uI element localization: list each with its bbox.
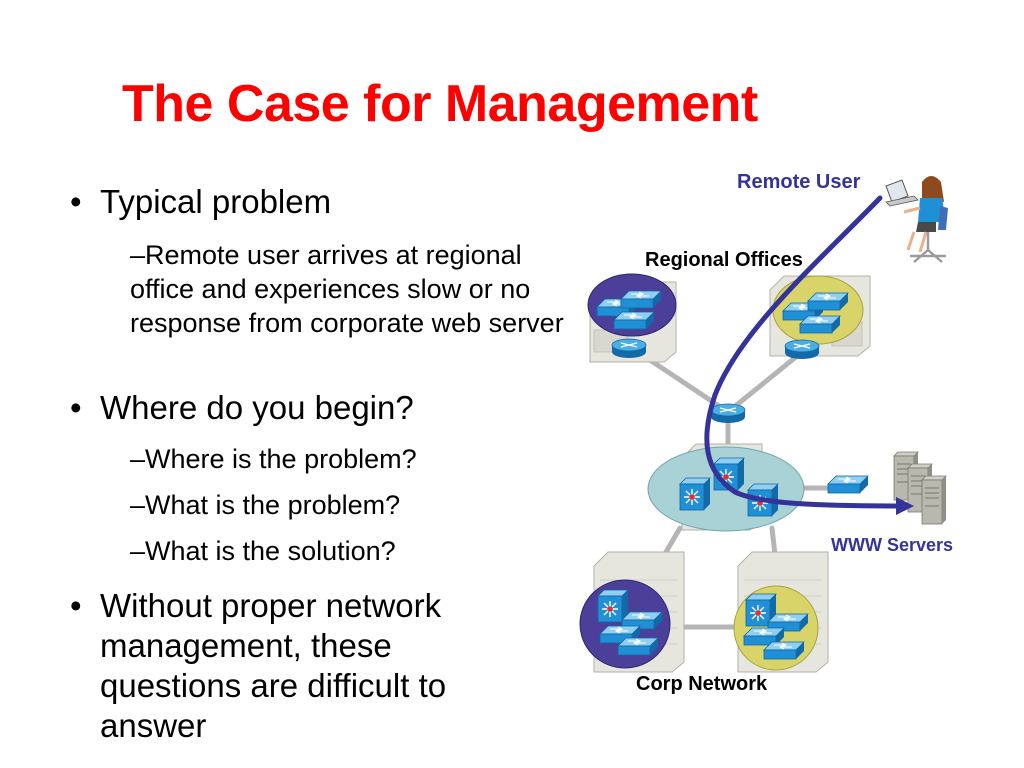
www-servers bbox=[893, 451, 947, 525]
label-corp-network: Corp Network bbox=[636, 673, 768, 695]
router-icon bbox=[784, 339, 820, 360]
label-www-servers: WWW Servers bbox=[831, 535, 954, 555]
switch-icon bbox=[613, 311, 655, 330]
bullet-text: Typical problem bbox=[100, 183, 332, 220]
label-remote-user: Remote User bbox=[737, 171, 861, 193]
sub-bullet-what-solution: –What is the solution? bbox=[130, 536, 396, 566]
bullet-text: Without proper network management, these… bbox=[100, 587, 447, 744]
bullet-where-begin: • Where do you begin? bbox=[70, 388, 414, 428]
switch-icon bbox=[620, 290, 662, 309]
multilayer-switch-icon bbox=[597, 589, 629, 623]
bullet-text: Where do you begin? bbox=[100, 389, 414, 426]
remote-user-icon bbox=[885, 176, 948, 263]
bullet-marker: • bbox=[70, 389, 82, 426]
bullet-without-management: • Without proper network management, the… bbox=[70, 586, 530, 746]
switch-icon bbox=[807, 292, 849, 311]
server-icon bbox=[921, 475, 947, 525]
bullet-marker: • bbox=[70, 183, 82, 220]
label-regional-offices: Regional Offices bbox=[645, 249, 803, 271]
remote-user-traffic-path bbox=[704, 195, 903, 509]
switch-icon bbox=[799, 315, 841, 334]
regional-office-right bbox=[769, 275, 871, 360]
bullet-typical-problem: • Typical problem bbox=[70, 182, 331, 222]
regional-office-left bbox=[587, 273, 677, 363]
multilayer-switch-icon bbox=[679, 477, 711, 511]
bullet-marker: • bbox=[70, 587, 82, 624]
sub-bullet-what-problem: –What is the problem? bbox=[130, 490, 401, 520]
laptop-icon bbox=[885, 179, 909, 203]
router-icon bbox=[611, 338, 647, 359]
network-diagram bbox=[579, 176, 948, 673]
switch-icon bbox=[763, 641, 805, 660]
slide-title: The Case for Management bbox=[122, 75, 758, 133]
sub-bullet-where-problem: –Where is the problem? bbox=[130, 444, 417, 474]
core-network bbox=[647, 443, 805, 532]
sub-bullet-remote-user: –Remote user arrives at regional office … bbox=[130, 240, 564, 338]
switch-icon bbox=[827, 475, 869, 494]
switch-icon bbox=[617, 637, 659, 656]
router-icon bbox=[710, 403, 746, 424]
corp-site-left bbox=[579, 551, 685, 673]
corp-site-right bbox=[733, 551, 829, 673]
arrowhead-icon bbox=[896, 497, 914, 515]
